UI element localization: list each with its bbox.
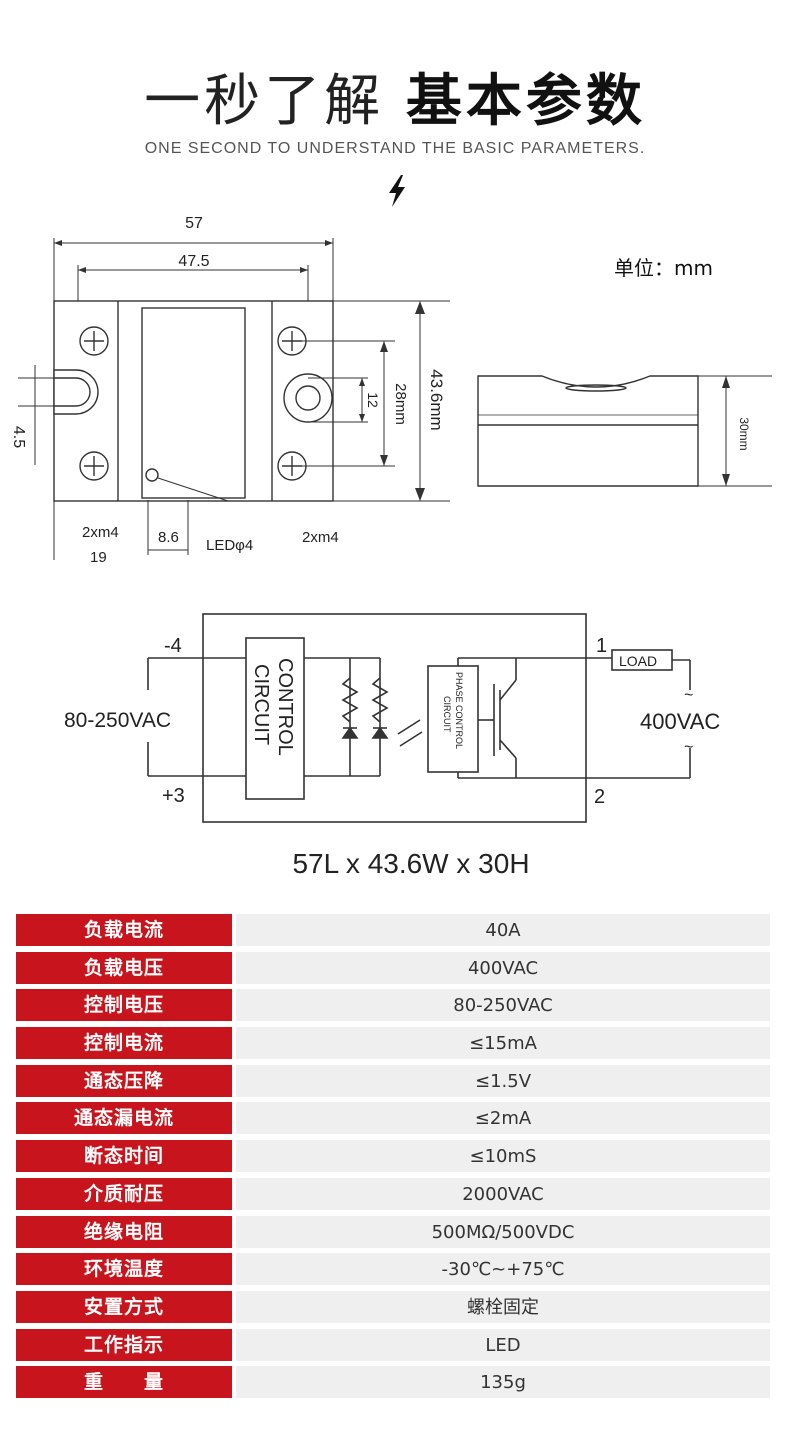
spec-value: ≤10mS [236, 1140, 770, 1173]
spec-label: 环境温度 [16, 1253, 232, 1286]
spec-value: LED [236, 1328, 770, 1361]
screw-right-label: 2xm4 [302, 529, 339, 546]
terminal-2-label: 2 [594, 786, 605, 808]
spec-value: ≤2mA [236, 1102, 770, 1135]
spec-label: 安置方式 [16, 1290, 232, 1323]
spec-value: 80-250VAC [236, 989, 770, 1022]
top-view-outline [53, 300, 334, 502]
dim-19-label: 19 [90, 549, 107, 566]
spec-label: 通态漏电流 [16, 1102, 232, 1135]
spec-value: 135g [236, 1366, 770, 1399]
spec-label: 重 量 [16, 1366, 232, 1399]
spec-label: 负载电压 [16, 951, 232, 984]
neg-terminal-label: -4 [164, 635, 182, 657]
unit-label: 单位：mm [614, 256, 713, 280]
control-text-line2: CIRCUIT [250, 664, 272, 745]
load-label: LOAD [619, 653, 657, 669]
spec-row: 断态时间≤10mS [16, 1140, 770, 1173]
spec-label: 工作指示 [16, 1328, 232, 1361]
side-view-outline [477, 375, 699, 487]
dim-57-label: 57 [185, 215, 203, 232]
spec-label: 断态时间 [16, 1140, 232, 1173]
dim-43-6mm-label: 43.6mm [427, 369, 446, 430]
input-voltage-label: 80-250VAC [64, 709, 171, 732]
size-caption: 57L x 43.6W x 30H [292, 848, 529, 879]
dim-4-5-label: 4.5 [10, 426, 27, 448]
dim-30mm-label: 30mm [737, 417, 751, 450]
spec-value: 400VAC [236, 951, 770, 984]
page-title: 一秒了解 基本参数 [0, 62, 790, 142]
phase-control-text-line1: PHASE CONTROL [454, 672, 464, 749]
led-label: LEDφ4 [206, 537, 253, 554]
spec-value: ≤15mA [236, 1027, 770, 1060]
circuit-diagram [147, 613, 691, 823]
dim-12-label: 12 [365, 392, 381, 408]
spec-label: 负载电流 [16, 914, 232, 946]
spec-row: 通态漏电流≤2mA [16, 1102, 770, 1135]
spec-value: 2000VAC [236, 1177, 770, 1210]
tilde-top: ~ [684, 687, 693, 704]
spec-row: 通态压降≤1.5V [16, 1064, 770, 1097]
dim-47-5-label: 47.5 [178, 253, 209, 270]
screw-left-label: 2xm4 [82, 524, 119, 541]
control-text-line1: CONTROL [274, 658, 296, 756]
spec-label: 绝缘电阻 [16, 1215, 232, 1248]
terminal-1-label: 1 [596, 635, 607, 657]
spec-value: -30℃~+75℃ [236, 1253, 770, 1286]
spec-value: 40A [236, 914, 770, 946]
dimension-arrows [54, 240, 425, 501]
spec-value: 500MΩ/500VDC [236, 1215, 770, 1248]
dimension-and-circuit-drawing: 57 47.5 4.5 12 28mm 43.6mm 2xm4 2xm4 19 … [10, 215, 772, 879]
spec-row: 安置方式螺栓固定 [16, 1290, 770, 1323]
spec-label: 控制电压 [16, 989, 232, 1022]
spec-row: 环境温度-30℃~+75℃ [16, 1253, 770, 1286]
title-light: 一秒了解 [144, 69, 385, 134]
pos-terminal-label: +3 [162, 785, 185, 807]
dim-28mm-label: 28mm [392, 383, 409, 425]
phase-control-text-line2: CIRCUIT [442, 696, 452, 733]
spec-value: 螺栓固定 [236, 1290, 770, 1323]
spec-value: ≤1.5V [236, 1064, 770, 1097]
page-subtitle: ONE SECOND TO UNDERSTAND THE BASIC PARAM… [144, 140, 646, 157]
spec-label: 介质耐压 [16, 1177, 232, 1210]
dim-8-6-label: 8.6 [158, 529, 179, 546]
spec-row: 控制电流≤15mA [16, 1027, 770, 1060]
output-voltage-label: 400VAC [640, 709, 720, 734]
dimension-lines [18, 238, 450, 560]
spec-label: 通态压降 [16, 1064, 232, 1097]
spec-label: 控制电流 [16, 1027, 232, 1060]
tilde-bottom: ~ [684, 739, 693, 756]
lightning-icon [389, 175, 405, 207]
title-bold: 基本参数 [405, 69, 646, 134]
